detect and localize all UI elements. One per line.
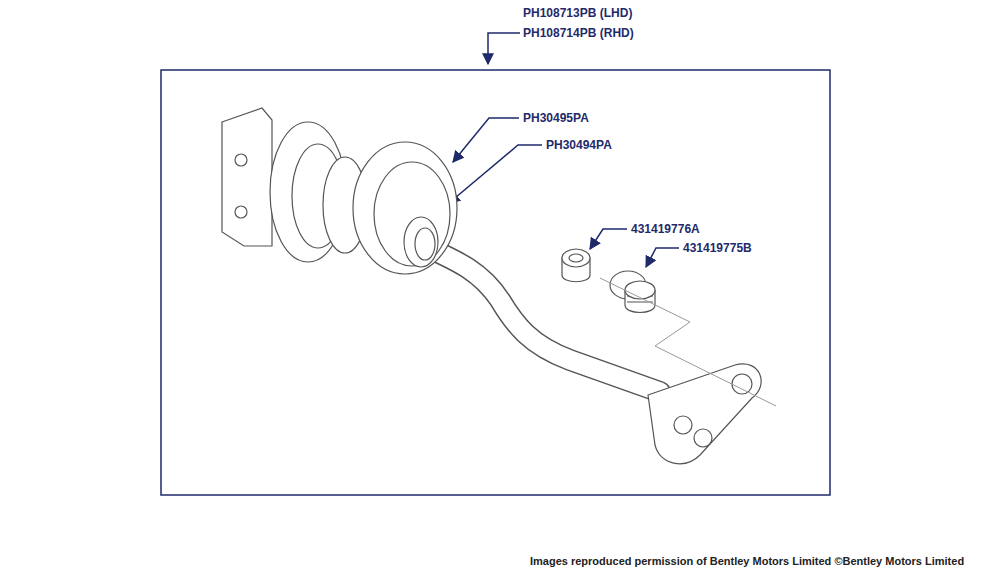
bracket-hole <box>235 154 247 166</box>
part-number: 431419776A <box>631 222 700 236</box>
eye-hole <box>694 429 712 447</box>
mounting-bracket <box>222 108 272 246</box>
bar <box>420 244 660 392</box>
bushing <box>353 142 457 274</box>
bar-end <box>415 228 435 260</box>
leader-line <box>449 145 542 203</box>
part-number: PH108713PB (LHD) <box>523 6 632 20</box>
leader-line <box>646 248 679 267</box>
anti-roll-bar-drawing <box>222 108 761 464</box>
bracket-hole <box>235 206 247 218</box>
eye-hole <box>674 416 692 434</box>
assembly-frame <box>161 70 830 495</box>
part-number: 431419775B <box>683 241 752 255</box>
assembly-line <box>600 278 776 406</box>
end-eye <box>648 364 761 464</box>
callout-arrow <box>488 33 520 64</box>
flanged-bush <box>625 281 655 299</box>
leader-line <box>453 118 519 162</box>
eye-hole <box>732 374 752 394</box>
part-number: PH108714PB (RHD) <box>523 26 634 40</box>
bush-sleeve <box>569 254 583 262</box>
bush-sleeve <box>562 249 590 267</box>
bushing <box>374 162 450 266</box>
leader-line <box>590 229 627 249</box>
part-number: PH30495PA <box>523 111 589 125</box>
collar <box>404 217 438 267</box>
bar-outline <box>420 244 660 392</box>
copyright-caption: Images reproduced permission of Bentley … <box>530 555 964 568</box>
part-number: PH30494PA <box>546 138 612 152</box>
